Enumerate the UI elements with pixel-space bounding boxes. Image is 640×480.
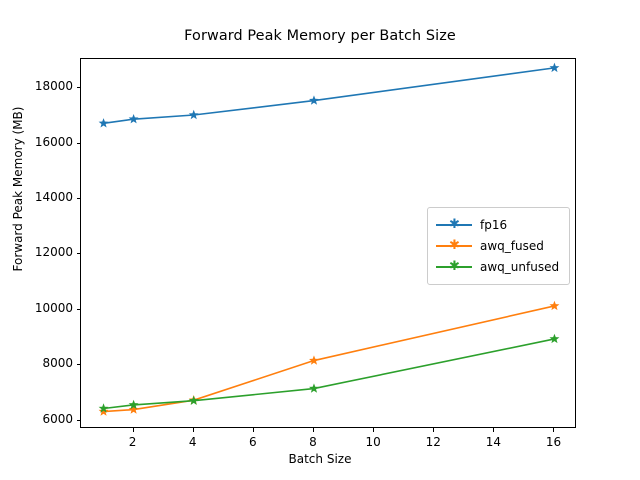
series-line-fp16 (103, 67, 555, 125)
data-point-marker (98, 403, 109, 413)
data-point-marker (128, 404, 139, 414)
data-point-marker (188, 109, 199, 120)
series-line-awq_fused (103, 305, 555, 413)
y-tick-mark (76, 198, 80, 199)
x-tick-label: 14 (485, 435, 501, 449)
y-tick-label: 14000 (34, 189, 73, 204)
data-point-marker (549, 62, 560, 73)
y-tick-mark (76, 364, 80, 365)
legend-label-fp16: fp16 (480, 217, 508, 232)
data-point-marker (309, 383, 319, 393)
legend-label-awq-unfused: awq_unfused (480, 259, 560, 274)
x-tick-label: 6 (249, 435, 257, 449)
chart-legend: ✱ fp16 ✱ awq_fused ✱ awq_unfused (427, 207, 570, 285)
data-point-marker (98, 406, 109, 416)
x-axis-label: Batch Size (288, 452, 352, 466)
x-tick-mark (253, 428, 254, 432)
data-point-marker (188, 395, 199, 405)
x-tick-label: 12 (425, 435, 441, 449)
data-point-marker (549, 333, 560, 344)
y-tick-mark (76, 309, 80, 310)
x-tick-label: 8 (309, 435, 317, 449)
legend-swatch-awq-fused: ✱ (436, 239, 472, 253)
y-tick-label: 6000 (42, 411, 73, 426)
x-tick-label: 4 (188, 435, 197, 449)
data-point-marker (309, 95, 319, 105)
y-tick-mark (76, 87, 80, 88)
x-tick-label: 16 (545, 435, 562, 449)
data-point-marker (128, 113, 139, 124)
series-line-awq_unfused (103, 338, 555, 410)
y-tick-mark (76, 143, 80, 144)
x-tick-mark (133, 428, 134, 432)
y-tick-label: 18000 (34, 79, 73, 94)
y-tick-label: 16000 (34, 134, 73, 149)
y-tick-label: 8000 (42, 356, 73, 371)
legend-item[interactable]: ✱ awq_fused (436, 235, 561, 256)
y-tick-label: 10000 (34, 300, 73, 315)
legend-label-awq-fused: awq_fused (480, 238, 544, 253)
y-tick-mark (76, 420, 80, 421)
data-point-marker (309, 355, 319, 365)
x-tick-label: 2 (128, 435, 137, 449)
legend-item[interactable]: ✱ fp16 (436, 214, 561, 235)
x-tick-mark (493, 428, 494, 432)
x-tick-mark (373, 428, 374, 432)
data-point-marker (128, 399, 139, 410)
y-tick-label: 12000 (34, 245, 73, 260)
x-tick-mark (553, 428, 554, 432)
legend-swatch-awq-unfused: ✱ (436, 260, 472, 274)
x-tick-mark (313, 428, 314, 432)
data-point-marker (98, 118, 109, 128)
legend-swatch-fp16: ✱ (436, 218, 472, 232)
data-point-marker (549, 300, 560, 311)
series-canvas (98, 62, 560, 416)
x-tick-label: 10 (365, 435, 381, 449)
x-tick-mark (193, 428, 194, 432)
legend-item[interactable]: ✱ awq_unfused (436, 256, 561, 277)
x-tick-mark (433, 428, 434, 432)
chart-title: Forward Peak Memory per Batch Size (184, 28, 456, 44)
y-axis-label: Forward Peak Memory (MB) (11, 106, 25, 272)
y-tick-mark (76, 253, 80, 254)
